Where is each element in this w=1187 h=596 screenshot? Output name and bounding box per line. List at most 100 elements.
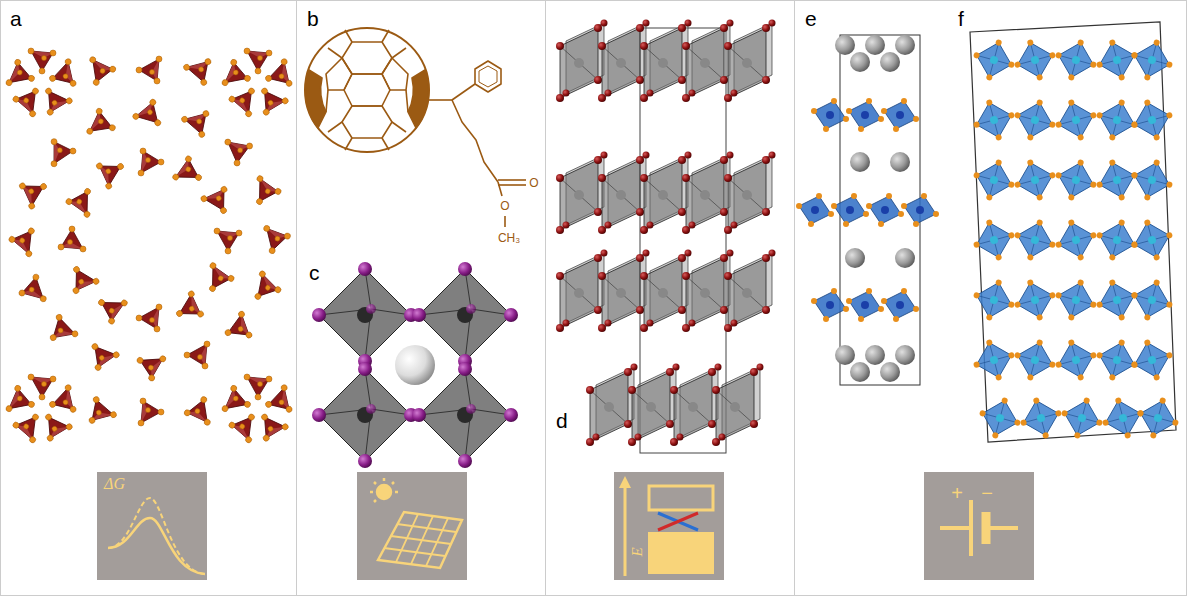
layered-oxide-structure	[586, 364, 638, 447]
panel-letter: f	[958, 8, 964, 29]
pcbm-molecule	[498, 179, 526, 181]
layered-cathode-structure	[866, 193, 904, 227]
axis-label: E	[630, 547, 645, 556]
zeolite-framework	[49, 137, 77, 167]
layered-cathode-structure	[880, 52, 900, 72]
zeolite-framework	[138, 148, 164, 176]
pcbm-molecule	[326, 90, 328, 112]
solar-cell-icon	[374, 500, 376, 502]
zeolite-framework	[63, 260, 100, 297]
band-structure-icon	[619, 476, 631, 488]
framework-structure	[1009, 154, 1060, 205]
zeolite-framework	[258, 225, 292, 257]
energy-barrier-icon	[108, 518, 205, 574]
framework-structure	[1097, 392, 1148, 443]
zeolite-framework	[223, 139, 253, 167]
solar-cell-icon	[392, 482, 394, 484]
atom-label: O	[529, 177, 538, 189]
pcbm-molecule	[498, 182, 502, 196]
pcbm-molecule	[345, 30, 352, 42]
energy-barrier-icon	[97, 472, 207, 580]
framework-structure	[968, 274, 1019, 325]
framework-structure	[1050, 34, 1101, 85]
zeolite-framework	[82, 392, 117, 426]
framework-structure	[1050, 154, 1101, 205]
panel-frame	[297, 1, 546, 596]
zeolite-framework	[64, 182, 101, 219]
pcbm-molecule	[382, 138, 389, 150]
layered-cathode-structure	[890, 152, 910, 172]
panel-frame	[546, 1, 795, 596]
band-structure-icon	[658, 513, 698, 530]
zeolite-framework	[92, 289, 129, 326]
framework-structure	[1091, 274, 1142, 325]
pcbm-molecule	[452, 84, 475, 100]
zeolite-framework	[221, 48, 294, 118]
framework-structure	[1132, 392, 1183, 443]
zeolite-framework	[214, 228, 242, 254]
pcbm-molecule	[392, 48, 406, 58]
pcbm-molecule	[408, 70, 429, 128]
layered-cathode-structure	[880, 362, 900, 382]
zeolite-framework	[17, 173, 54, 210]
framework-structure	[1050, 214, 1101, 265]
layered-cathode-structure	[895, 248, 915, 268]
framework-structure	[1091, 334, 1142, 385]
zeolite-framework	[5, 374, 78, 444]
pcbm-molecule	[342, 106, 392, 138]
layered-cathode-structure	[835, 345, 855, 365]
zeolite-framework	[184, 341, 210, 369]
panel-letter: d	[556, 410, 568, 431]
solar-cell-icon	[377, 485, 391, 499]
layered-cathode-structure	[811, 98, 849, 132]
zeolite-framework	[136, 304, 162, 332]
zeolite-framework	[183, 392, 218, 426]
framework-structure	[968, 94, 1019, 145]
zeolite-framework	[58, 226, 86, 252]
energy-barrier-icon	[97, 472, 207, 580]
layered-oxide-structure	[556, 20, 776, 454]
framework-structure	[1015, 392, 1066, 443]
battery-icon	[924, 472, 1034, 580]
solar-cell-icon	[383, 478, 386, 481]
pcbm-molecule	[452, 100, 498, 182]
framework-structure	[1009, 94, 1060, 145]
zeolite-framework	[170, 290, 207, 327]
zeolite-framework	[221, 374, 294, 444]
panel-letter: a	[10, 8, 22, 29]
layered-cathode-structure	[895, 35, 915, 55]
layered-cathode-structure	[845, 248, 865, 268]
panel-letter: c	[309, 262, 320, 283]
framework-structure	[1091, 154, 1142, 205]
layered-cathode-structure	[811, 288, 849, 322]
layered-oxide-structure	[556, 20, 776, 103]
framework-structure	[1050, 94, 1101, 145]
zeolite-framework	[219, 310, 254, 346]
battery-icon	[940, 526, 969, 530]
layered-cathode-structure	[865, 35, 885, 55]
framework-structure	[974, 392, 1025, 443]
zeolite-framework	[131, 346, 166, 382]
framework-structure	[1056, 392, 1107, 443]
layered-cathode-structure	[796, 193, 834, 227]
terminal-sign: −	[981, 483, 993, 503]
pcbm-molecule	[328, 122, 342, 132]
layered-cathode-structure	[850, 152, 870, 172]
layered-oxide-structure	[628, 364, 680, 447]
band-structure-icon	[649, 486, 713, 510]
pcbm-molecule	[406, 90, 408, 112]
framework-structure	[1126, 274, 1177, 325]
band-structure-icon	[648, 532, 714, 574]
solar-cell-icon	[370, 491, 373, 494]
energy-barrier-icon	[108, 498, 205, 574]
layered-cathode-structure	[881, 98, 919, 132]
pcbm-molecule	[429, 99, 452, 101]
pcbm-molecule	[382, 30, 389, 42]
pcbm-molecule	[305, 28, 526, 227]
framework-structure	[968, 214, 1019, 265]
solar-cell-icon	[378, 512, 462, 568]
panel-frame	[1, 1, 297, 596]
layered-cathode-structure	[901, 193, 939, 227]
